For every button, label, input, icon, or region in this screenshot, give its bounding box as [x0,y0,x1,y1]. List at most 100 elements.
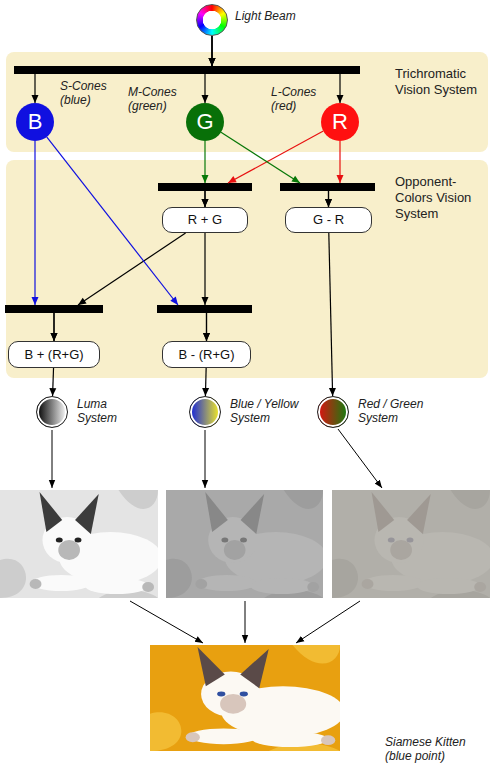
arrow-head [32,297,39,305]
arrow-head [203,333,210,341]
arrow-head [78,298,87,305]
junction-bar [280,183,375,191]
arrow-head [202,297,209,305]
arrow-head [202,199,209,207]
arrow-head [209,58,216,66]
node-label: S-Cones (blue) [60,79,115,107]
node-label: Red / Green System [358,397,433,425]
connector-line [53,313,54,341]
arrow-head [228,176,237,183]
channel-circle: Red / Green System [317,396,349,428]
blue-yellow-photo [166,490,327,598]
connector-line [206,313,207,341]
node-label: M-Cones (green) [128,85,183,113]
connector-line [204,141,205,183]
leader-arrow [130,601,203,643]
arrow-head [329,388,336,396]
connector [202,368,209,396]
connector [202,36,216,103]
connector [49,368,56,396]
arrow-head [202,388,209,396]
connector-line [206,313,207,341]
junction-bar [158,183,252,191]
arrow-head [202,95,209,103]
connector-line [78,233,186,305]
light-beam: Light Beam [196,4,228,36]
arrow-head [203,333,210,341]
connector-line [34,141,35,305]
box-text: G - R [313,212,344,228]
cone-letter: R [332,110,348,134]
node-label: Light Beam [235,9,296,23]
connector-line [328,191,329,207]
connector-line [221,132,300,183]
arrow-head [325,199,332,207]
junction-bar [5,305,103,313]
leader-arrow [205,430,206,488]
cone-circle: S-Cones (blue)B [16,103,54,141]
cone-letter: G [196,110,213,134]
connector [51,233,186,341]
cone-circle: M-Cones (green)G [186,103,224,141]
arrow-head [51,333,58,341]
red-green-photo [332,490,493,598]
arrow-head [337,95,344,103]
box-text: R + G [188,212,222,228]
process-box: B - (R+G) [162,341,251,368]
arrow-head [325,199,332,207]
connector [329,233,336,396]
connector [32,36,216,103]
arrow-head [209,58,216,66]
arrow-head [202,175,209,183]
connector-line [34,74,35,103]
connector-line [339,141,340,183]
photo-frame: Siamese Kitten (blue point) [150,645,340,751]
box-text: B + (R+G) [24,347,83,363]
connector [32,141,58,341]
node-label: Blue / Yellow System [230,397,310,425]
junction-bar [157,305,252,313]
node-label: Siamese Kitten (blue point) [385,735,485,763]
channel-circle: Blue / Yellow System [189,396,221,428]
band-title: Opponent-Colors Vision System [395,174,487,222]
luma-photo [0,490,162,598]
arrow-head [32,95,39,103]
connector-line [204,191,205,207]
connector-line [53,313,54,341]
connector-line [211,36,212,66]
box-text: B - (R+G) [179,347,235,363]
node-label: Luma System [77,397,125,425]
leader-arrow [296,601,360,643]
connector [202,131,324,207]
connector-line [52,368,54,396]
connector-line [211,36,212,66]
process-box: R + G [162,207,248,233]
connector-line [228,131,323,183]
connector-line [328,191,329,207]
process-box: B + (R+G) [8,341,100,368]
connector-line [204,191,205,207]
leader-arrow [245,601,246,643]
channel-circle: Luma System [36,396,68,428]
connector [221,132,332,207]
arrow-head [51,333,58,341]
leader-arrow [338,429,382,488]
connector-line [329,233,333,396]
arrow-head [202,199,209,207]
connector [325,141,344,207]
connector [202,233,211,341]
connector-line [47,137,178,305]
arrow-head [49,388,56,396]
connector [202,141,209,207]
arrow-head [337,175,344,183]
band-title: Trichromatic Vision System [395,66,485,98]
color-photo [150,645,345,751]
connector-line [205,368,207,396]
cone-letter: B [28,110,43,134]
junction-bar [14,66,360,74]
node-label: L-Cones (red) [271,85,319,113]
process-box: G - R [285,207,372,233]
arrow-head [209,58,216,66]
